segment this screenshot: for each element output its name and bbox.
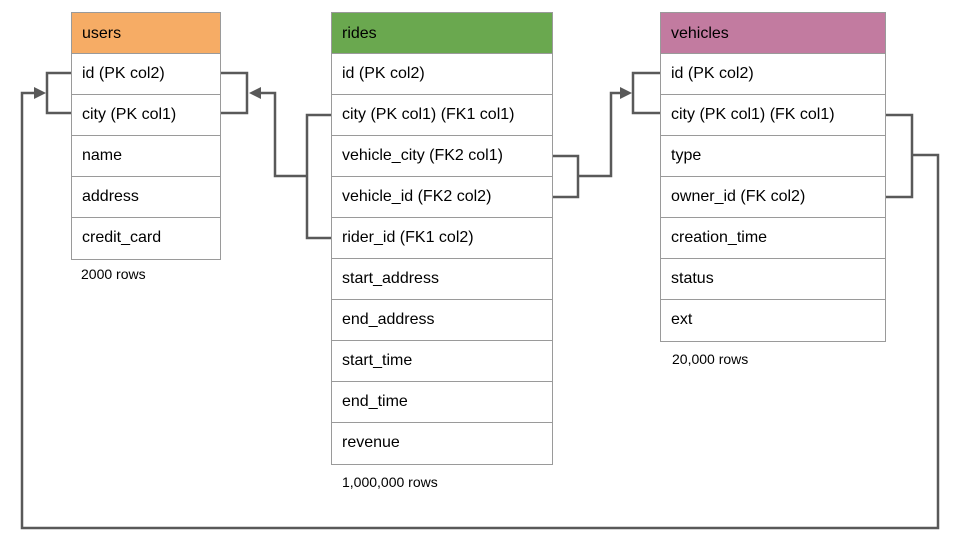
vehicles-to-users-line [20,91,940,530]
table-row: city (PK col1) [72,95,220,136]
table-row: start_time [332,341,552,382]
rides-to-users-line [260,91,307,178]
rides-to-users-arrowhead [249,87,261,99]
vehicles-pk-bracket-left [631,71,660,115]
table-row: ext [661,300,885,341]
table-row: status [661,259,885,300]
table-row: rider_id (FK1 col2) [332,218,552,259]
table-vehicles-header: vehicles [661,13,885,54]
table-row: type [661,136,885,177]
rides-fk2-bracket [553,154,580,199]
vehicles-fk-bracket [886,113,914,199]
rides-to-vehicles-line [578,91,621,178]
table-row: creation_time [661,218,885,259]
vehicles-to-users-arrowhead [34,87,46,99]
table-row: address [72,177,220,218]
table-row: id (PK col2) [332,54,552,95]
table-row: city (PK col1) (FK col1) [661,95,885,136]
table-row: end_address [332,300,552,341]
table-row: city (PK col1) (FK1 col1) [332,95,552,136]
table-row: name [72,136,220,177]
table-row: credit_card [72,218,220,259]
table-vehicles: vehicles id (PK col2) city (PK col1) (FK… [660,12,886,342]
rides-to-vehicles-arrowhead [620,87,632,99]
table-users: users id (PK col2) city (PK col1) name a… [71,12,221,260]
table-rides-header: rides [332,13,552,54]
table-rides: rides id (PK col2) city (PK col1) (FK1 c… [331,12,553,465]
rides-fk1-bracket [305,113,331,240]
rides-row-count: 1,000,000 rows [342,474,438,490]
vehicles-row-count: 20,000 rows [672,351,749,367]
users-pk-bracket-left [45,71,71,115]
table-row: vehicle_city (FK2 col1) [332,136,552,177]
table-row: id (PK col2) [661,54,885,95]
table-row: vehicle_id (FK2 col2) [332,177,552,218]
users-pk-bracket-right [220,71,249,115]
table-row: start_address [332,259,552,300]
table-row: id (PK col2) [72,54,220,95]
users-row-count: 2000 rows [81,266,146,282]
table-users-header: users [72,13,220,54]
table-row: revenue [332,423,552,464]
table-row: owner_id (FK col2) [661,177,885,218]
table-row: end_time [332,382,552,423]
